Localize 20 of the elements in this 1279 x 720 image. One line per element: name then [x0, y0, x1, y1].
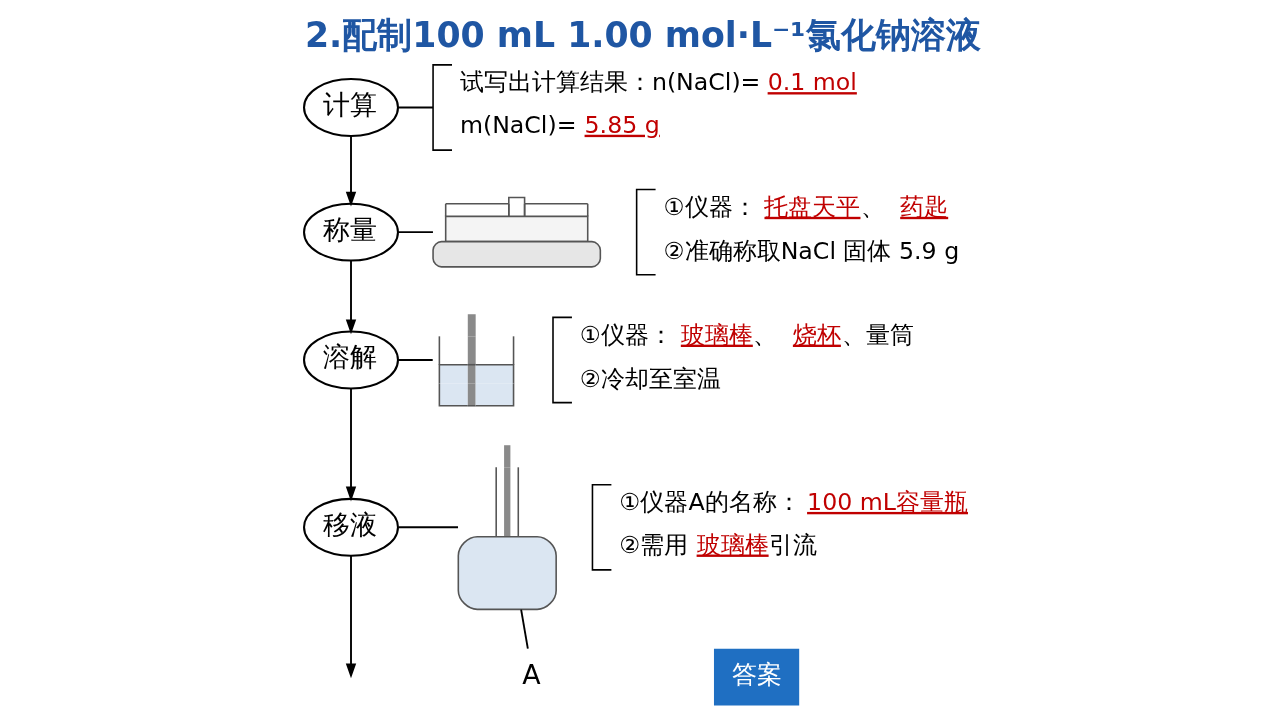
- node-text: ①仪器A的名称： 100 mL容量瓶 ②需用 玻璃棒引流: [619, 487, 968, 559]
- label: 答案: [731, 660, 782, 690]
- node-text: 试写出计算结果：n(NaCl)= 0.1 mol m(NaCl)= 5.85 g: [459, 68, 857, 139]
- node-text: ①仪器： 玻璃棒、 烧杯、量筒 ②冷却至室温: [579, 320, 914, 393]
- connector: [520, 608, 529, 650]
- node-text: A: [522, 658, 541, 690]
- node-ellipse: 称量: [303, 202, 399, 262]
- arrow: [345, 387, 357, 502]
- node-text: ①仪器： 托盘天平、 药匙 ②准确称取NaCl 固体 5.9 g: [663, 192, 960, 265]
- connector: [397, 526, 459, 529]
- connector: [397, 231, 434, 234]
- arrow: [345, 259, 357, 335]
- node-ellipse: 计算: [303, 78, 399, 137]
- node-ellipse: 溶解: [303, 330, 399, 390]
- node-ellipse: 移液: [303, 497, 399, 557]
- connector: [397, 106, 434, 109]
- connector: [397, 359, 434, 361]
- diagram-title: 2.配制100 mL 1.00 mol·L⁻¹氯化钠溶液: [304, 14, 981, 55]
- arrow: [345, 554, 357, 679]
- arrow: [345, 135, 357, 207]
